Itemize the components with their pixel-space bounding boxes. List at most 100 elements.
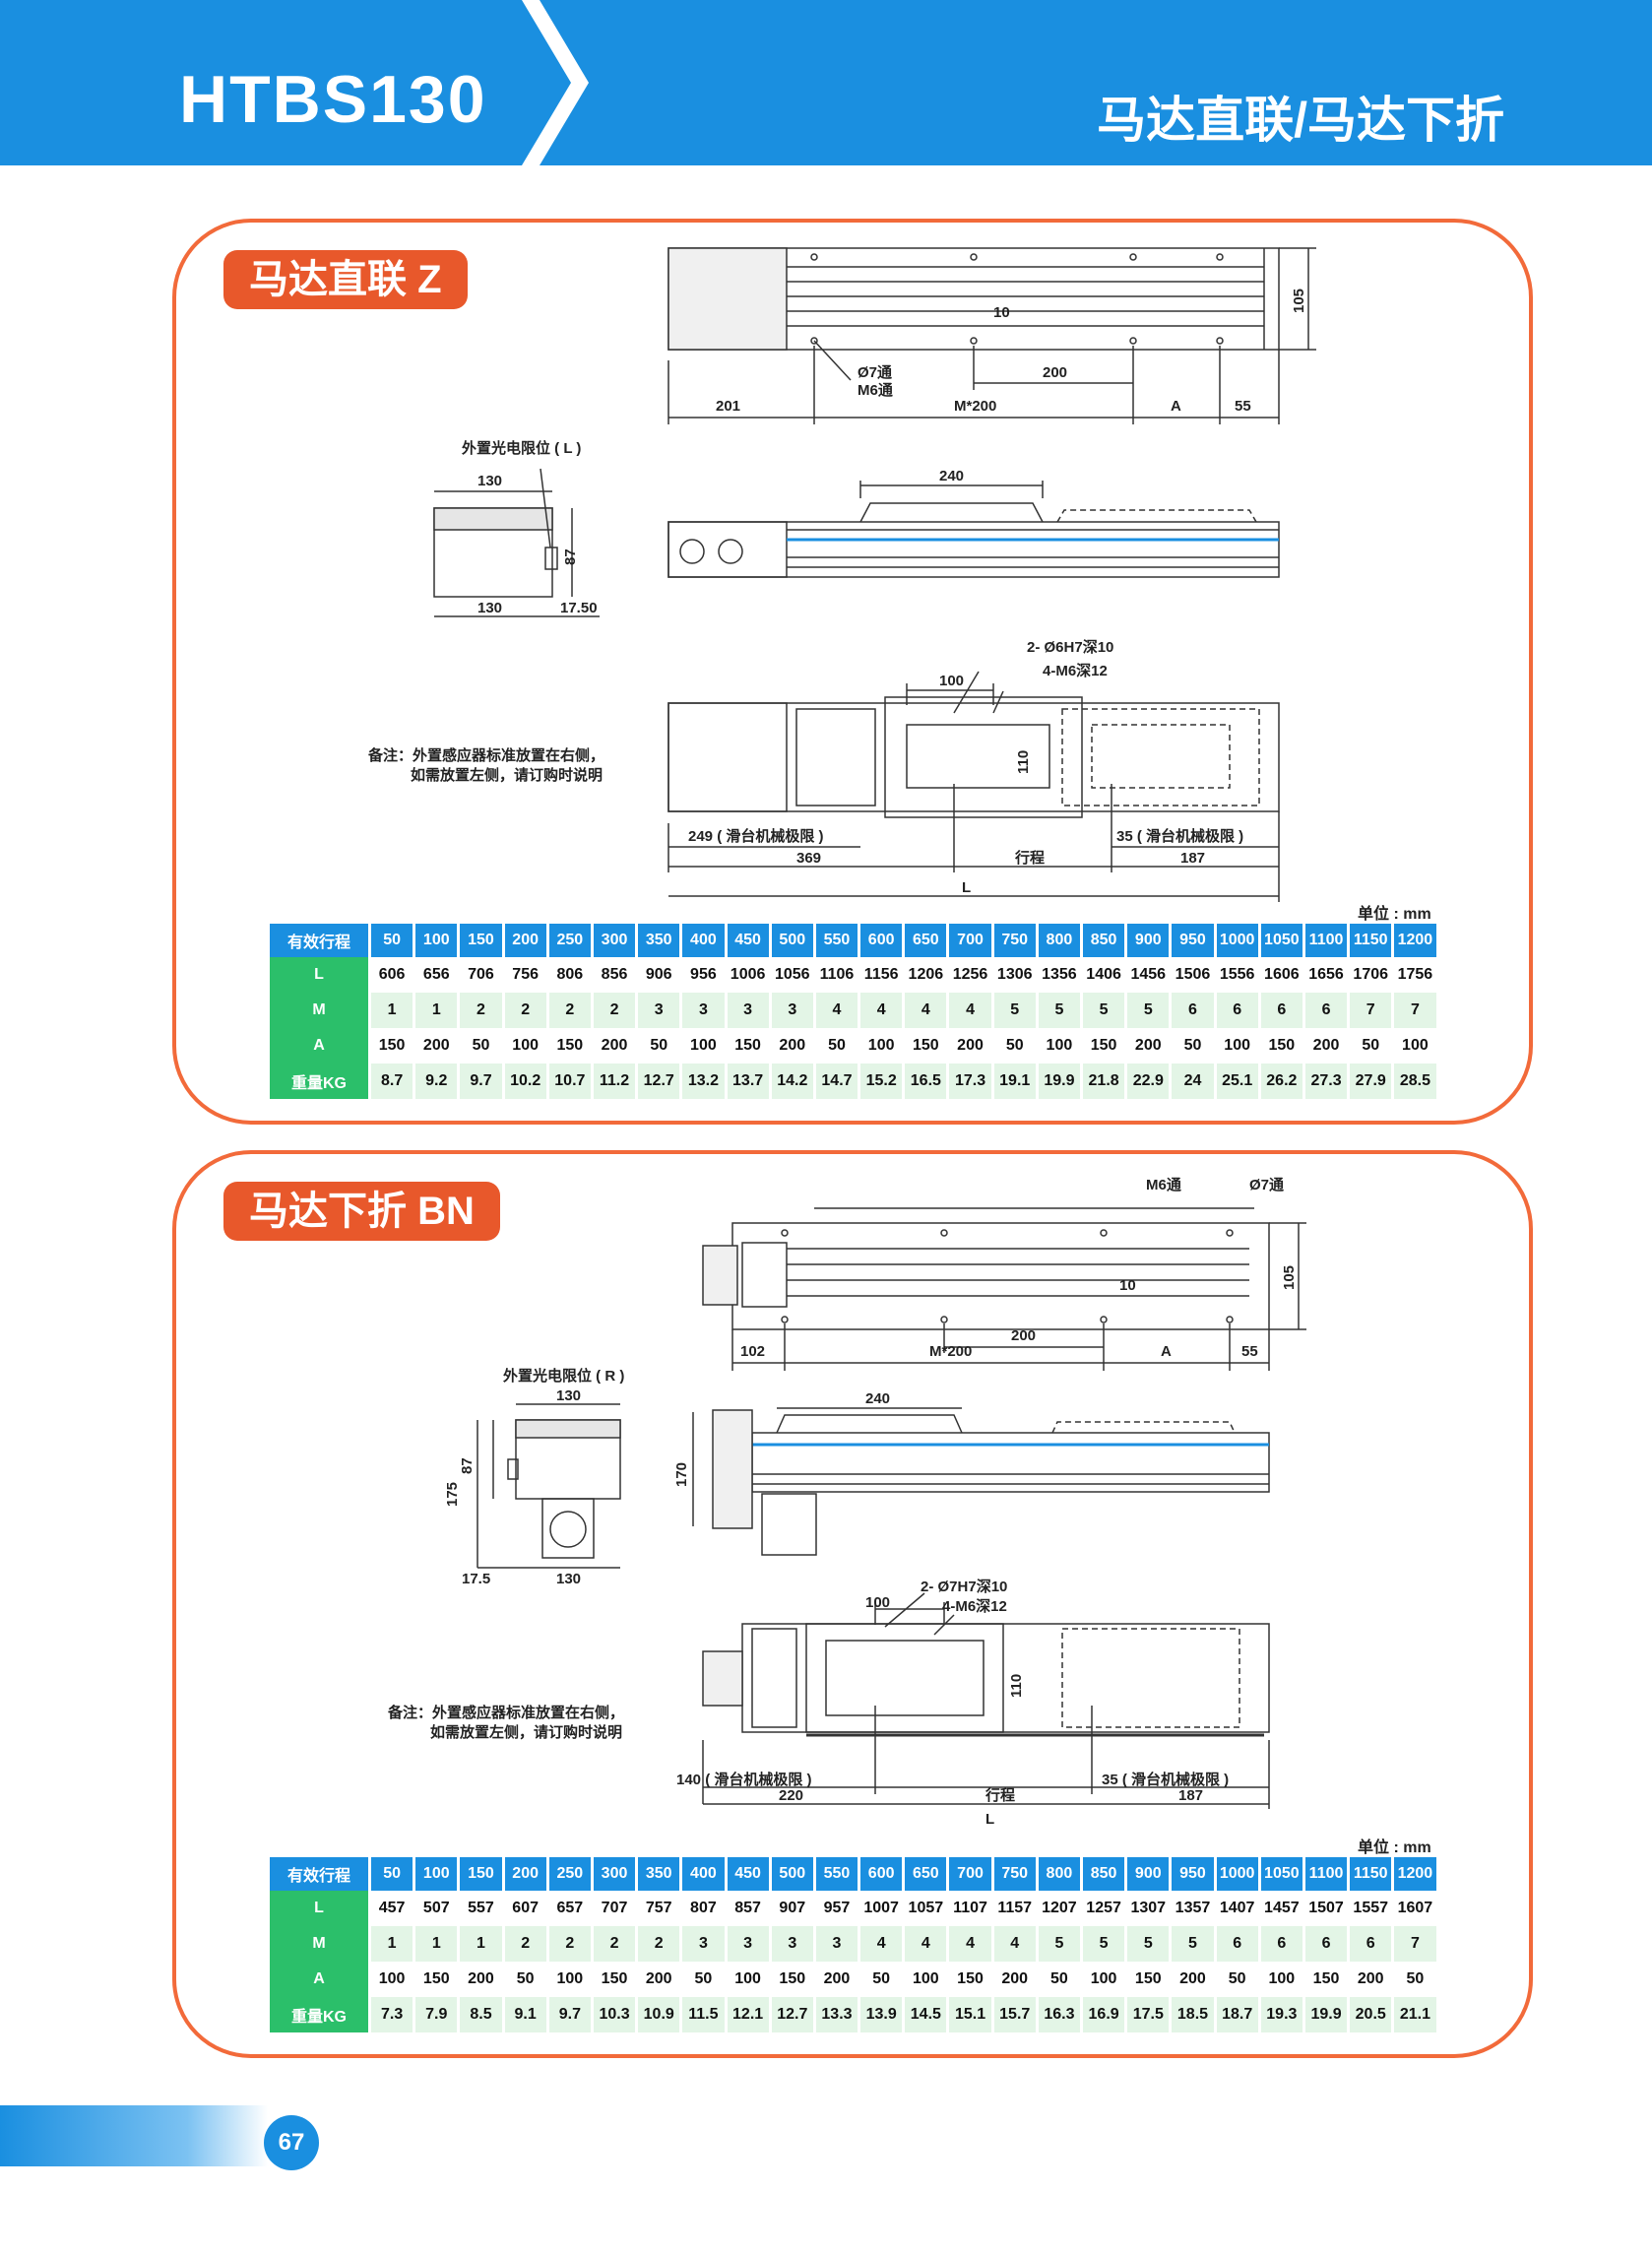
table-cell: 1507 bbox=[1308, 1900, 1344, 1916]
table-cell: 50 bbox=[1183, 1037, 1202, 1054]
table-cell: 3 bbox=[727, 993, 769, 1028]
table-cell: 200 bbox=[422, 1037, 450, 1054]
stroke-header-cell: 450 bbox=[727, 924, 769, 957]
table-cell: 14.2 bbox=[771, 1064, 813, 1099]
stroke-header-cell: 450 bbox=[727, 1857, 769, 1891]
table-cell: 8.7 bbox=[371, 1064, 413, 1099]
stroke-header-cell: 50 bbox=[371, 924, 413, 957]
table-cell: 200 bbox=[1179, 1970, 1206, 1987]
table-cell: 3 bbox=[638, 993, 680, 1028]
table-cell: 50 bbox=[516, 1970, 535, 1987]
table-cell: 19.3 bbox=[1260, 1997, 1303, 2032]
drawing-motor-direct: 201 M*200 A 55 200 10 105 Ø7通 M6通 外置光电限位… bbox=[433, 247, 1316, 902]
table-cell: 607 bbox=[512, 1900, 539, 1916]
table-cell: 6 bbox=[1350, 1926, 1392, 1962]
table-cell: 2 bbox=[593, 1926, 636, 1962]
stroke-header-cell: 1100 bbox=[1304, 1857, 1348, 1891]
stroke-header-cell: 850 bbox=[1083, 1857, 1125, 1891]
row-label: M bbox=[270, 993, 368, 1028]
table-cell: 200 bbox=[957, 1037, 984, 1054]
table-cell: 1057 bbox=[908, 1900, 944, 1916]
table-cell: 707 bbox=[601, 1900, 628, 1916]
table-cell: 6 bbox=[1172, 993, 1214, 1028]
table-cell: 150 bbox=[1090, 1037, 1117, 1054]
table-cell: 7 bbox=[1394, 1926, 1436, 1962]
dim-187: 187 bbox=[1178, 1787, 1203, 1804]
table-cell: 3 bbox=[815, 1926, 858, 1962]
table-cell: 26.2 bbox=[1260, 1064, 1303, 1099]
table-cell: 5 bbox=[1038, 993, 1080, 1028]
table-cell: 28.5 bbox=[1394, 1064, 1436, 1099]
table-cell: 857 bbox=[734, 1900, 761, 1916]
stroke-header-cell: 200 bbox=[504, 924, 546, 957]
row-label: A bbox=[270, 1962, 368, 1997]
table-cell: 9.2 bbox=[415, 1064, 458, 1099]
table-cell: 1006 bbox=[730, 966, 766, 983]
row-label: 重量KG bbox=[270, 1064, 368, 1099]
table-cell: 10.7 bbox=[548, 1064, 591, 1099]
side-dim-87: 87 bbox=[459, 1457, 476, 1474]
table-cell: 8.5 bbox=[460, 1997, 502, 2032]
stroke-header-cell: 650 bbox=[905, 924, 947, 957]
hole-label-1: Ø7通 bbox=[858, 364, 892, 381]
table-cell: 19.9 bbox=[1038, 1064, 1080, 1099]
side-dim-130-top: 130 bbox=[556, 1387, 581, 1404]
table-cell: 1 bbox=[415, 993, 458, 1028]
table-cell: 15.7 bbox=[993, 1997, 1036, 2032]
table-cell: 150 bbox=[957, 1970, 984, 1987]
table-cell: 150 bbox=[1312, 1970, 1340, 1987]
table-cell: 5 bbox=[1172, 1926, 1214, 1962]
header-subtitle: 马达直联/马达下折 bbox=[1097, 93, 1504, 148]
dim-369: 369 bbox=[796, 850, 821, 867]
table-cell: 100 bbox=[1090, 1970, 1117, 1987]
table-cell: 3 bbox=[727, 1926, 769, 1962]
stroke-header-cell: 1200 bbox=[1394, 924, 1436, 957]
table-cell: 806 bbox=[556, 966, 584, 983]
dim-105: 105 bbox=[1291, 289, 1307, 313]
table-cell: 457 bbox=[378, 1900, 406, 1916]
table-cell: 50 bbox=[694, 1970, 713, 1987]
stroke-header-cell: 100 bbox=[415, 924, 458, 957]
stroke-header-cell: 1000 bbox=[1216, 924, 1258, 957]
table-cell: 907 bbox=[779, 1900, 806, 1916]
table-cell: 15.1 bbox=[949, 1997, 991, 2032]
stroke-header-cell: 950 bbox=[1172, 924, 1214, 957]
table-cell: 150 bbox=[779, 1970, 806, 1987]
dim-201: 201 bbox=[716, 398, 740, 415]
table-cell: 100 bbox=[1402, 1037, 1429, 1054]
table-cell: 50 bbox=[872, 1970, 891, 1987]
side-dim-175: 175 bbox=[444, 1482, 461, 1507]
table-cell: 7 bbox=[1350, 993, 1392, 1028]
table-cell: 100 bbox=[556, 1970, 584, 1987]
table-header-label: 有效行程 bbox=[270, 924, 368, 957]
table-cell: 6 bbox=[1216, 1926, 1258, 1962]
table-cell: 18.5 bbox=[1172, 1997, 1214, 2032]
table-cell: 956 bbox=[690, 966, 717, 983]
hole-label-1: M6通 bbox=[1146, 1177, 1181, 1193]
pin-label: 2- Ø7H7深10 bbox=[921, 1578, 1007, 1595]
table-cell: 50 bbox=[1005, 1037, 1024, 1054]
table-cell: 5 bbox=[1083, 993, 1125, 1028]
table-cell: 2 bbox=[460, 993, 502, 1028]
stroke-header-cell: 150 bbox=[460, 1857, 502, 1891]
table-cell: 1457 bbox=[1264, 1900, 1300, 1916]
stroke-header-cell: 400 bbox=[682, 1857, 725, 1891]
dim-240: 240 bbox=[865, 1390, 890, 1407]
table-cell: 1607 bbox=[1397, 1900, 1433, 1916]
side-dim-130-bot: 130 bbox=[477, 600, 502, 616]
stroke-header-cell: 850 bbox=[1083, 924, 1125, 957]
stroke-header-cell: 500 bbox=[771, 924, 813, 957]
table-cell: 200 bbox=[1312, 1037, 1340, 1054]
table-cell: 3 bbox=[682, 1926, 725, 1962]
table-cell: 4 bbox=[860, 1926, 903, 1962]
table-cell: 17.3 bbox=[949, 1064, 991, 1099]
table-cell: 9.7 bbox=[460, 1064, 502, 1099]
section-tag: 马达直联 Z bbox=[223, 250, 468, 309]
table-cell: 5 bbox=[1127, 993, 1170, 1028]
